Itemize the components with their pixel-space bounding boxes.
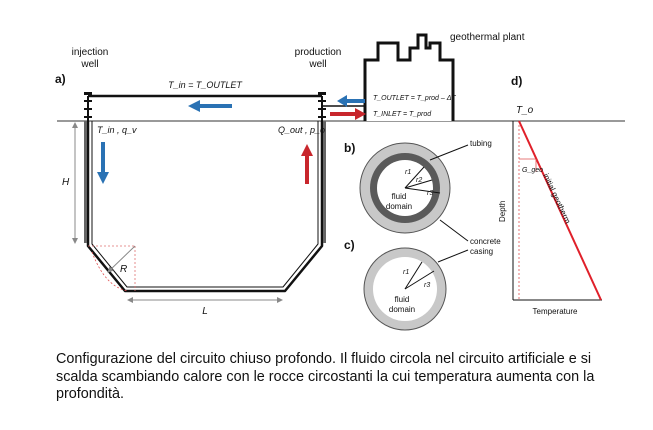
r1-label-b: r1 xyxy=(405,169,411,176)
initial-geotherm-line xyxy=(518,120,602,301)
geothermal-plant: geothermal plant T_OUTLET = T_prod – ΔT … xyxy=(330,32,525,121)
fluid-domain-label-c-line2: domain xyxy=(389,305,415,314)
fluid-domain-label-b-line2: domain xyxy=(386,202,412,211)
production-casing xyxy=(323,121,326,243)
plant-outlet-arrow xyxy=(337,95,365,107)
production-flow-arrow xyxy=(301,144,313,184)
panel-d-label: d) xyxy=(511,74,522,88)
length-label: L xyxy=(202,306,208,317)
geothermal-plant-label: geothermal plant xyxy=(450,32,525,43)
panel-d: d) T_o G_geo initial geotherm Depth Temp… xyxy=(498,74,602,316)
r3-label-c: r3 xyxy=(424,282,430,289)
depth-axis-label: Depth xyxy=(498,201,507,222)
panel-c: c) r1 r3 fluid domain concrete casing xyxy=(344,219,501,331)
radius-label: R xyxy=(120,264,127,275)
panel-b-label: b) xyxy=(344,141,355,155)
injection-well-label-line2: well xyxy=(80,59,98,70)
q-out-p-o-label: Q_out , p_o xyxy=(278,125,325,135)
g-geo-label: G_geo xyxy=(522,167,543,174)
temperature-axis-label: Temperature xyxy=(533,307,578,316)
surface-flow-arrow xyxy=(188,100,232,112)
production-well-label-line1: production xyxy=(295,47,342,58)
t-inlet-equation: T_INLET = T_prod xyxy=(373,111,432,118)
closed-loop-pipe-inner xyxy=(91,121,319,288)
plant-inlet-arrow xyxy=(330,108,366,120)
panel-a: a) injection well production well T_in =… xyxy=(55,47,625,317)
production-wellhead-valves xyxy=(318,92,326,118)
t-o-label: T_o xyxy=(516,105,534,116)
injection-casing xyxy=(84,121,87,243)
concrete-casing-label-line2: casing xyxy=(470,247,493,256)
injection-wellhead-valves xyxy=(84,92,92,118)
figure-caption: Configurazione del circuito chiuso profo… xyxy=(56,351,595,402)
r1-label-c: r1 xyxy=(403,269,409,276)
fluid-domain-label-b-line1: fluid xyxy=(392,192,407,201)
closed-loop-pipe xyxy=(86,121,324,293)
concrete-casing-label-line1: concrete xyxy=(470,237,501,246)
injection-flow-arrow xyxy=(97,142,109,184)
deep-closed-loop-diagram: a) injection well production well T_in =… xyxy=(55,32,625,331)
t-in-equals-t-outlet: T_in = T_OUTLET xyxy=(168,80,243,90)
bend-radius-construction xyxy=(88,245,136,292)
height-label: H xyxy=(62,177,70,188)
production-well-label-line2: well xyxy=(308,59,326,70)
tubing-label: tubing xyxy=(470,139,492,148)
r2-label-b: r2 xyxy=(416,177,422,184)
panel-c-label: c) xyxy=(344,238,355,252)
initial-geotherm-label: initial geotherm xyxy=(541,172,572,225)
panel-a-label: a) xyxy=(55,72,66,86)
r3-label-b: r3 xyxy=(427,190,433,197)
plant-building xyxy=(363,33,455,121)
t-in-q-v-label: T_in , q_v xyxy=(97,125,137,135)
panel-b: b) r1 r2 r3 fluid domain tubing xyxy=(344,139,492,234)
fluid-domain-label-c-line1: fluid xyxy=(395,295,410,304)
t-outlet-equation: T_OUTLET = T_prod – ΔT xyxy=(373,95,456,102)
injection-well-label-line1: injection xyxy=(72,47,109,58)
gradient-indicator xyxy=(519,158,537,172)
